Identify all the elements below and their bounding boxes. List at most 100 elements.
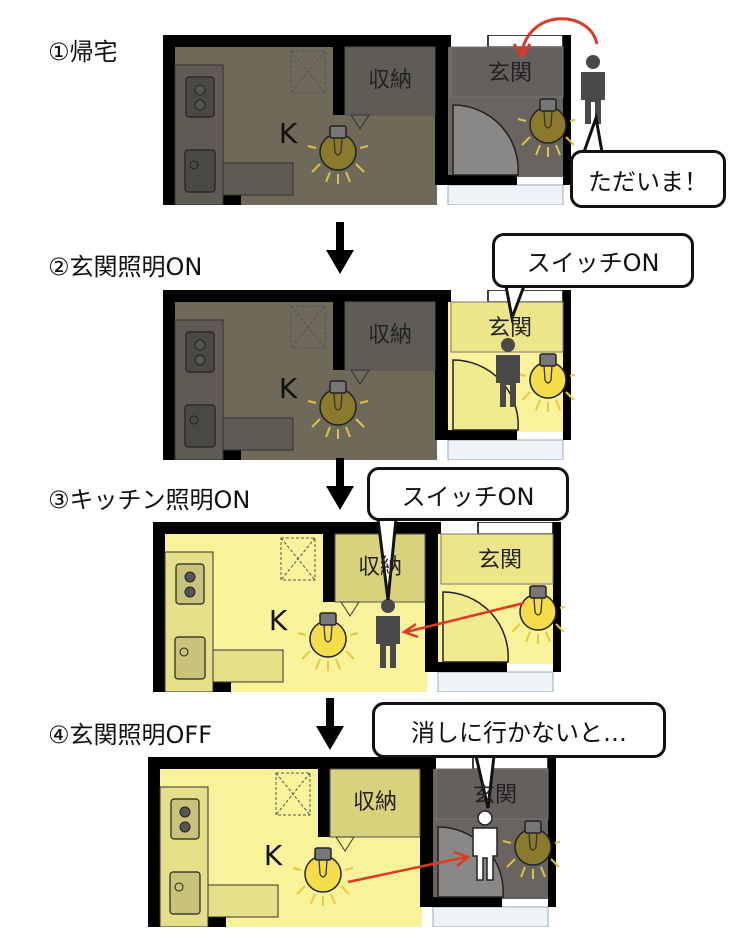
bulb-socket	[524, 820, 542, 834]
counter-lower	[222, 417, 294, 451]
light-ray	[345, 426, 351, 438]
arrow-shaft	[336, 458, 344, 490]
light-ray	[325, 171, 331, 183]
bulb-filament	[318, 859, 328, 878]
light-ray	[292, 867, 302, 871]
step-2-label: ②玄関照明ON	[48, 253, 203, 281]
faucet	[189, 415, 199, 425]
bulb-socket	[319, 612, 337, 626]
right-wall	[553, 522, 561, 672]
bulb-filament	[333, 137, 343, 156]
storage-door-marker	[340, 601, 360, 617]
person-body	[496, 355, 520, 407]
light-ray	[517, 118, 527, 122]
burner	[194, 99, 206, 111]
step-3-label: ③キッチン照明ON	[48, 486, 251, 514]
bulb-filament	[533, 597, 543, 616]
light-ray	[297, 632, 307, 636]
arrow-head	[326, 486, 354, 510]
door-swing	[452, 104, 519, 176]
burner	[184, 571, 196, 583]
burner	[194, 354, 206, 366]
kitchen-label: K	[279, 372, 298, 405]
light-ray	[550, 858, 560, 868]
storage	[344, 301, 436, 371]
light-ray	[502, 840, 512, 844]
light-ray	[359, 400, 369, 404]
left-wall	[163, 290, 175, 460]
light-ray	[296, 885, 306, 895]
return-arrow	[520, 17, 599, 53]
right-wall	[563, 290, 571, 440]
step-4-label: ④玄関照明OFF	[48, 721, 213, 749]
arrow-shaft	[326, 698, 334, 730]
light-ray	[311, 163, 321, 173]
down-arrow-icon	[326, 222, 354, 274]
dashed-cross	[275, 772, 311, 816]
light-ray	[565, 136, 575, 146]
light-ray	[555, 623, 565, 633]
light-ray	[325, 426, 331, 438]
light-ray	[349, 632, 359, 636]
light-ray	[355, 418, 365, 428]
kitchen-bulb	[307, 380, 369, 439]
counter-lower	[207, 884, 279, 918]
light-ray	[545, 631, 551, 643]
light-ray	[355, 163, 365, 173]
light-ray	[540, 866, 546, 878]
bubble-tail	[376, 518, 398, 601]
counter-lower	[222, 162, 294, 196]
down-arrow-icon	[316, 698, 344, 750]
partition-wall	[425, 534, 438, 672]
bulb-socket	[329, 380, 347, 394]
speech-bubble-step-4: 消しに行かないと…	[372, 702, 666, 758]
storage-wall	[318, 769, 330, 837]
light-ray	[301, 650, 311, 660]
person-head	[381, 599, 395, 613]
light-ray	[506, 858, 516, 868]
bulb-filament	[528, 832, 538, 851]
return-arrow-head	[512, 43, 532, 59]
dashed-cross	[290, 50, 326, 94]
left-wall	[163, 35, 175, 205]
bulb-filament	[543, 365, 553, 384]
partition-wall	[435, 302, 448, 440]
person-body	[581, 72, 605, 124]
light-ray	[359, 145, 369, 149]
left-wall	[148, 757, 160, 927]
top-wall	[148, 757, 436, 769]
person-head	[501, 338, 515, 352]
faucet	[179, 647, 189, 657]
bulb-socket	[529, 585, 547, 599]
right-wall	[548, 757, 556, 907]
step-1-label: ①帰宅	[48, 38, 118, 66]
light-ray	[315, 658, 321, 670]
bulb-socket	[539, 98, 557, 112]
entrance-upper	[440, 533, 554, 585]
entrance-upper	[450, 46, 564, 98]
entrance-bulb	[517, 353, 575, 412]
entrance-bottom-wall	[420, 897, 502, 907]
arrow-head	[326, 250, 354, 274]
person-kitchen	[376, 599, 400, 668]
storage	[344, 46, 436, 116]
sink	[174, 636, 206, 680]
stove	[185, 76, 215, 118]
bulb-filament	[333, 392, 343, 411]
stove	[170, 798, 200, 840]
light-ray	[335, 658, 341, 670]
storage-wall	[333, 302, 345, 370]
top-wall	[153, 522, 441, 534]
person-head	[586, 55, 600, 69]
storage-door-marker	[350, 369, 370, 385]
light-ray	[330, 893, 336, 905]
light-ray	[559, 605, 565, 609]
entrance-bulb	[502, 820, 560, 879]
faucet	[174, 882, 184, 892]
right-wall	[563, 35, 571, 185]
stove	[185, 331, 215, 373]
light-ray	[345, 650, 355, 660]
walk-arrow-head	[401, 622, 419, 639]
light-ray	[307, 400, 317, 404]
